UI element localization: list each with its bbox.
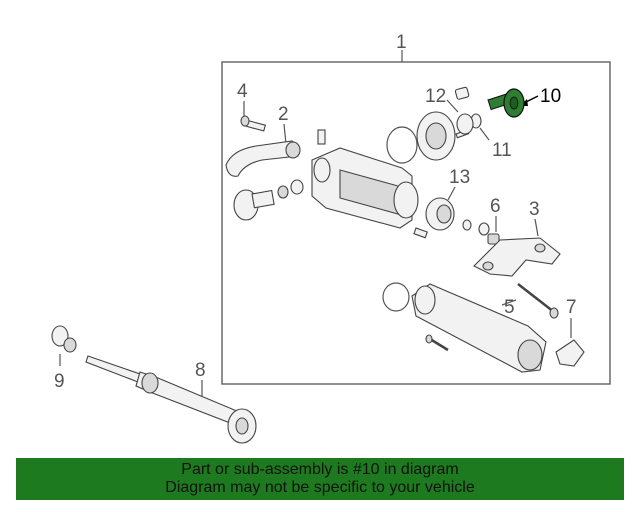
part-10-highlighted <box>487 88 525 118</box>
callout-12: 12 <box>425 86 446 107</box>
parts-diagram: 1 2 3 4 5 6 7 8 9 10 11 12 13 <box>51 32 611 444</box>
callout-1: 1 <box>396 32 407 53</box>
bottom-bolt <box>425 334 449 352</box>
part-6-cap <box>487 233 500 245</box>
part-9-seal <box>51 325 77 353</box>
part-5-bolt <box>517 283 559 319</box>
o-ring-gasket <box>386 126 418 164</box>
part-2-bracket <box>225 140 301 177</box>
info-banner: Part or sub-assembly is #10 in diagram D… <box>16 458 624 500</box>
part-3-mount-plate <box>473 237 561 277</box>
cover-flange <box>416 111 474 161</box>
part-13-bearing <box>425 197 455 231</box>
callout-9: 9 <box>54 371 65 392</box>
callout-4: 4 <box>237 81 248 102</box>
callout-2: 2 <box>278 104 289 125</box>
callout-10: 10 <box>540 86 561 107</box>
callout-5: 5 <box>504 297 515 318</box>
bushing <box>478 222 490 236</box>
part-4-bolt <box>240 115 266 132</box>
transfer-case-housing <box>311 147 428 239</box>
small-washer <box>462 219 472 231</box>
callout-3: 3 <box>529 199 540 220</box>
assembly-frame <box>221 61 611 385</box>
callout-6: 6 <box>490 196 501 217</box>
callout-13: 13 <box>449 167 470 188</box>
callout-7: 7 <box>566 297 577 318</box>
extension-housing <box>411 283 547 373</box>
callout-11: 11 <box>492 140 512 161</box>
callout-8: 8 <box>195 360 206 381</box>
yoke-flange <box>233 179 304 221</box>
banner-line-1: Part or sub-assembly is #10 in diagram <box>181 461 459 478</box>
stud <box>317 129 326 145</box>
part-8-drive-shaft <box>85 355 257 444</box>
lower-o-ring <box>382 282 410 312</box>
part-7-plug <box>555 339 585 367</box>
part-12-nut <box>454 86 470 100</box>
banner-line-2: Diagram may not be specific to your vehi… <box>165 479 475 496</box>
